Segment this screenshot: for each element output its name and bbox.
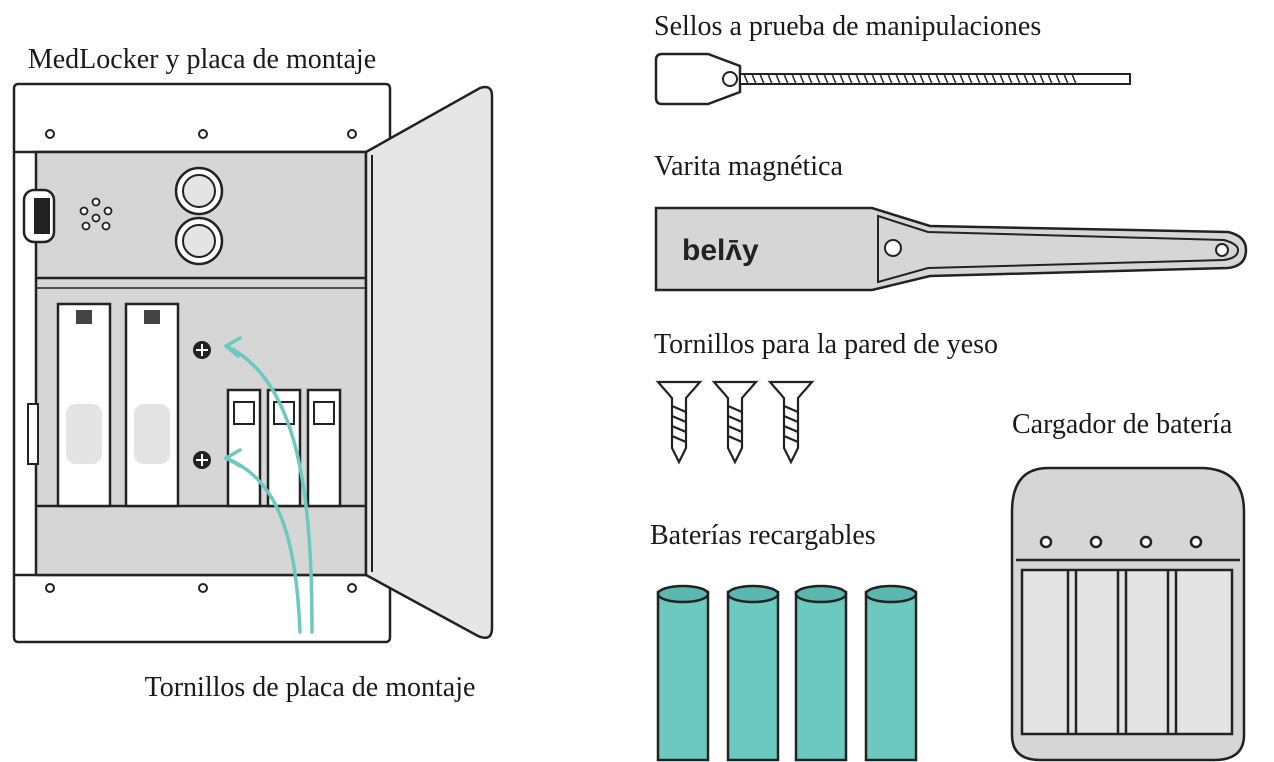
wand-label: Varita magnética xyxy=(654,151,843,182)
battery-icon-4 xyxy=(864,584,918,762)
callout-arrows xyxy=(224,336,314,634)
battery-charger-icon xyxy=(1010,466,1246,762)
drywall-screws-label: Tornillos para la pared de yeso xyxy=(654,329,998,360)
control-buttons xyxy=(174,166,224,266)
drywall-screw-icons xyxy=(655,380,815,465)
battery-icon-1 xyxy=(656,584,710,762)
tamper-seal-icon xyxy=(654,52,1131,106)
battery-bays-small xyxy=(226,388,342,508)
drywall-screw-icon-1 xyxy=(655,380,703,465)
batteries-label: Baterías recargables xyxy=(650,520,876,551)
hinge-icon xyxy=(27,403,39,465)
magnetic-wand-icon: belʌ̄y xyxy=(654,206,1248,292)
rechargeable-battery-icons xyxy=(656,584,918,762)
drywall-screw-icon-3 xyxy=(767,380,815,465)
belay-logo: belʌ̄y xyxy=(682,234,759,267)
battery-bays-large xyxy=(56,302,180,508)
battery-icon-2 xyxy=(726,584,780,762)
mount-screws-label: Tornillos de placa de montaje xyxy=(145,672,476,703)
frame-screw-icons xyxy=(45,129,357,593)
cabinet-door xyxy=(364,85,494,639)
charger-label: Cargador de batería xyxy=(1012,409,1233,440)
speaker-icon xyxy=(79,197,113,231)
drywall-screw-icon-2 xyxy=(711,380,759,465)
medlocker-cabinet xyxy=(12,82,494,644)
battery-icon-3 xyxy=(794,584,848,762)
medlocker-label: MedLocker y placa de montaje xyxy=(28,44,376,75)
mount-plate-screw-icons xyxy=(193,341,211,469)
seals-label: Sellos a prueba de manipulaciones xyxy=(654,11,1041,42)
